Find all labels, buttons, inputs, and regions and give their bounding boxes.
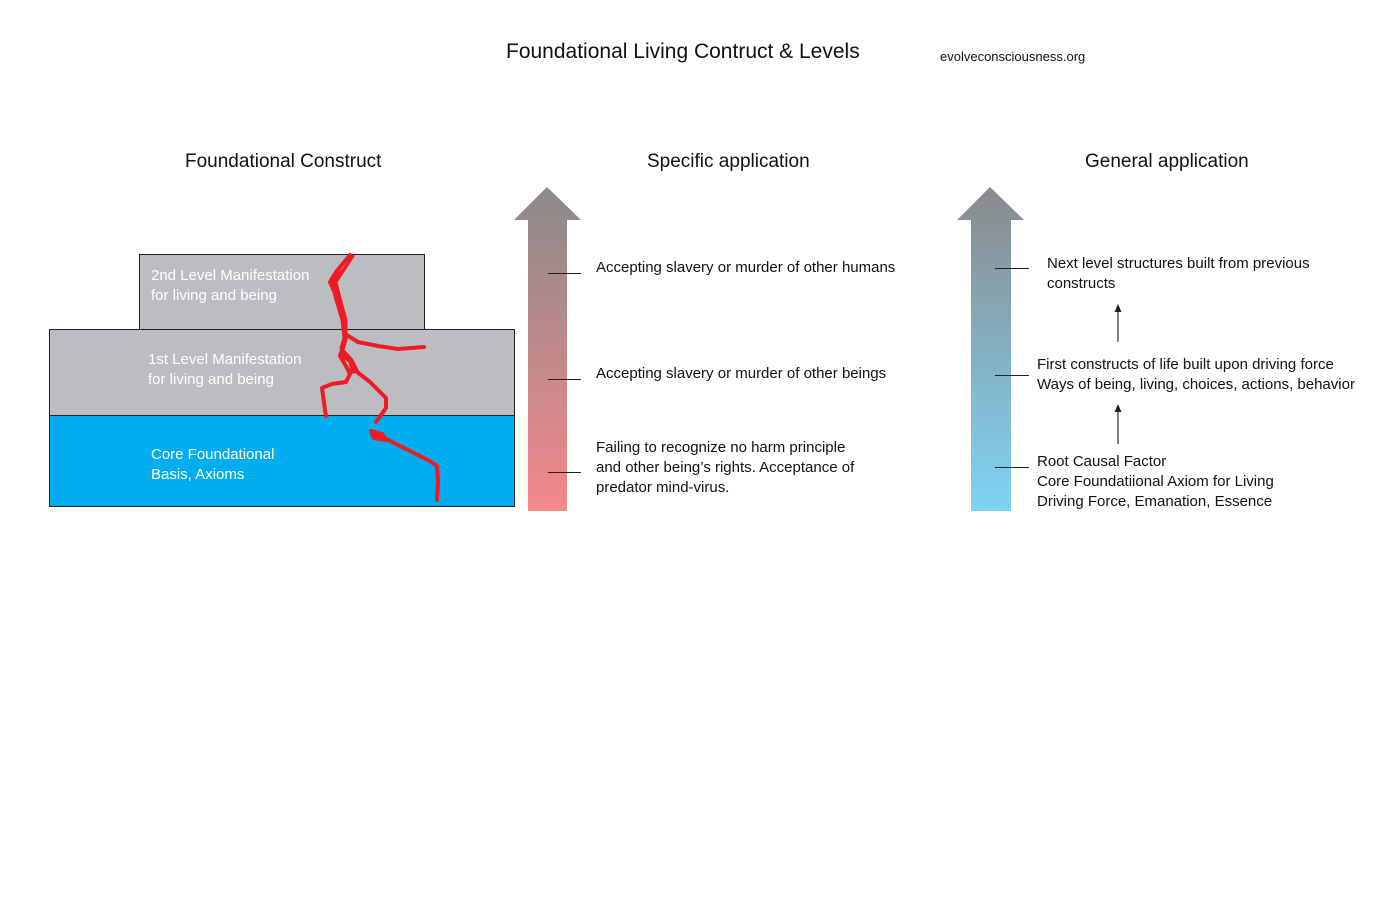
general-item-1-line-1: Next level structures built from previou…: [1047, 255, 1310, 272]
general-item-2-line-2: Ways of being, living, choices, actions,…: [1037, 376, 1355, 393]
specific-item-3-line-2: and other being’s rights. Acceptance of: [596, 459, 855, 476]
specific-item-1-line-1: Accepting slavery or murder of other hum…: [596, 259, 896, 276]
site-url: evolveconsciousness.org: [940, 49, 1086, 64]
block-1st-level-label: 1st Level Manifestation for living and b…: [148, 350, 301, 390]
general-item-1: Next level structures built from previou…: [1047, 254, 1310, 294]
general-item-2-line-1: First constructs of life built upon driv…: [1037, 356, 1334, 373]
specific-item-1: Accepting slavery or murder of other hum…: [596, 258, 895, 278]
general-item-3-line-3: Driving Force, Emanation, Essence: [1037, 493, 1273, 510]
block-2nd-level-label: 2nd Level Manifestation for living and b…: [151, 266, 309, 306]
specific-item-3-line-1: Failing to recognize no harm principle: [596, 439, 846, 456]
block-core-line-1: Core Foundational: [151, 446, 275, 463]
specific-item-2-line-1: Accepting slavery or murder of other bei…: [596, 365, 887, 382]
general-item-1-line-2: constructs: [1047, 275, 1116, 292]
general-item-3-line-2: Core Foundatiional Axiom for Living: [1037, 473, 1274, 490]
heading-specific-application: Specific application: [647, 151, 810, 172]
specific-tick-2: [548, 379, 581, 380]
page-title: Foundational Living Contruct & Levels: [506, 40, 860, 63]
specific-item-2: Accepting slavery or murder of other bei…: [596, 364, 886, 384]
block-1st-level-line-1: 1st Level Manifestation: [148, 351, 302, 368]
specific-tick-3: [548, 472, 581, 473]
crack-icon: [320, 253, 440, 502]
block-2nd-level: [139, 254, 425, 330]
block-2nd-level-line-1: 2nd Level Manifestation: [151, 267, 310, 284]
general-item-3: Root Causal Factor Core Foundatiional Ax…: [1037, 452, 1274, 512]
block-core-label: Core Foundational Basis, Axioms: [151, 445, 274, 485]
small-up-arrow-icon: [1114, 404, 1122, 444]
block-2nd-level-line-2: for living and being: [151, 287, 277, 304]
general-arrow-icon: [957, 187, 1024, 511]
small-up-arrow-icon: [1114, 304, 1122, 342]
block-core-line-2: Basis, Axioms: [151, 466, 245, 483]
specific-item-3-line-3: predator mind-virus.: [596, 479, 730, 496]
general-item-2: First constructs of life built upon driv…: [1037, 355, 1355, 395]
heading-foundational-construct: Foundational Construct: [185, 151, 382, 172]
general-item-3-line-1: Root Causal Factor: [1037, 453, 1167, 470]
general-tick-3: [995, 467, 1029, 468]
specific-tick-1: [548, 273, 581, 274]
heading-general-application: General application: [1085, 151, 1249, 172]
specific-item-3: Failing to recognize no harm principle a…: [596, 438, 854, 498]
specific-arrow-icon: [514, 187, 581, 511]
block-1st-level-line-2: for living and being: [148, 371, 274, 388]
general-tick-2: [995, 375, 1029, 376]
general-tick-1: [995, 268, 1029, 269]
